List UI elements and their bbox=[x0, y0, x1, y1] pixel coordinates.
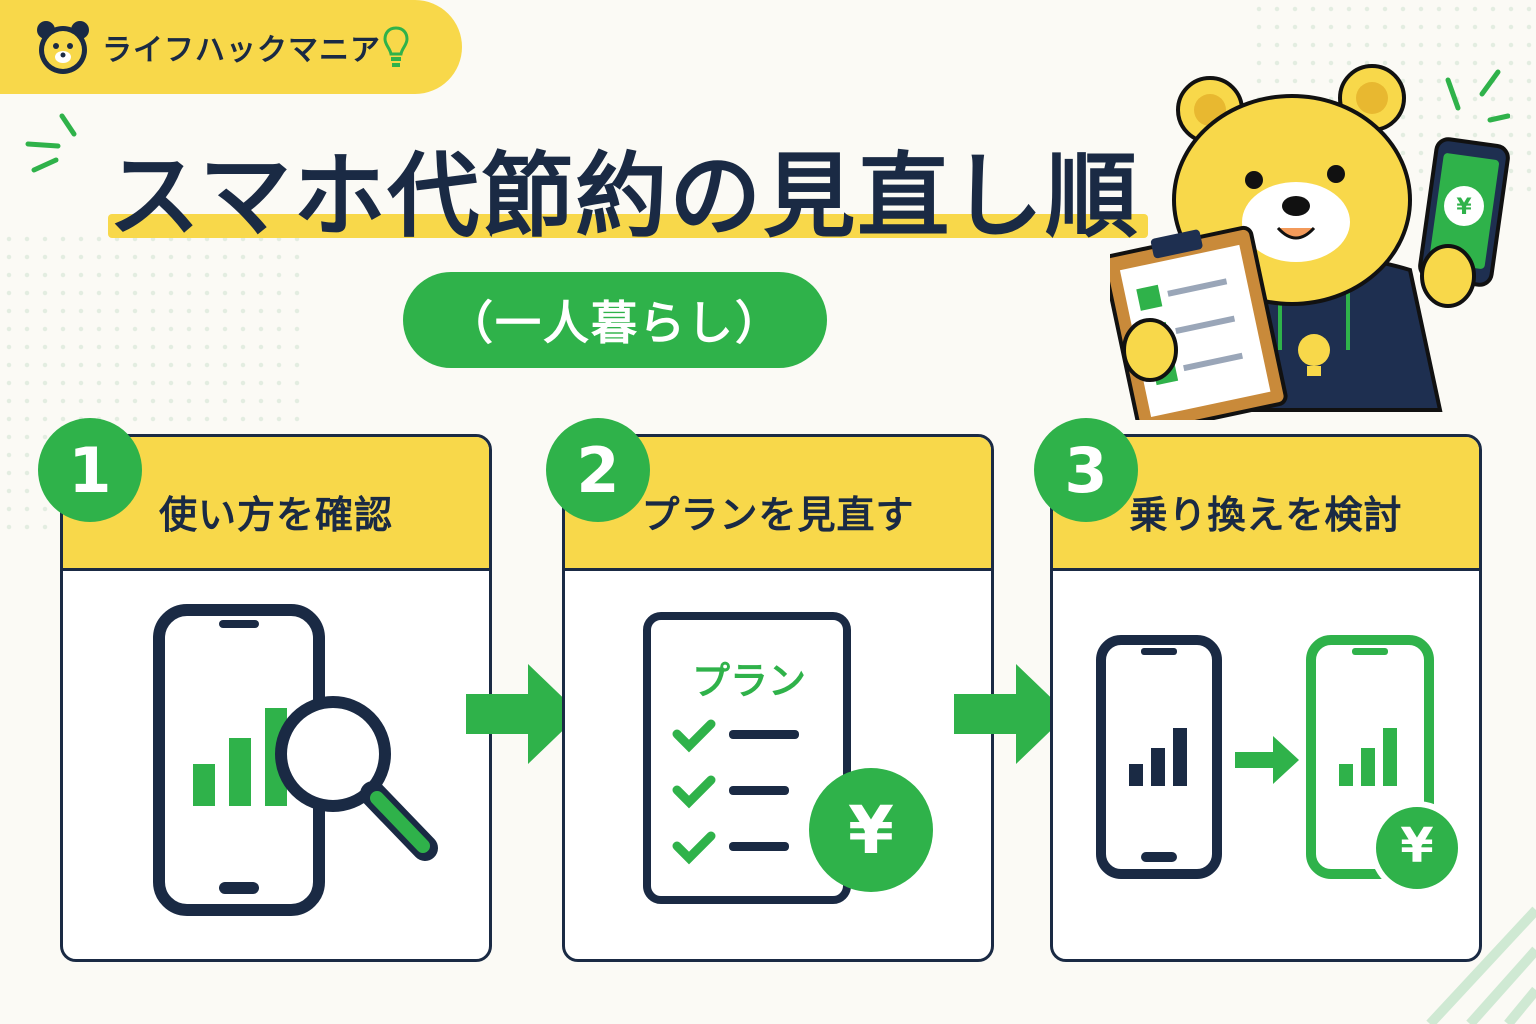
arrow-right-icon bbox=[954, 664, 1068, 764]
page-title: スマホ代節約の見直し順 bbox=[108, 122, 1148, 252]
switch-carrier-illustration: ¥ bbox=[1053, 568, 1479, 959]
lightbulb-icon bbox=[383, 26, 409, 67]
bear-mascot-illustration: ¥ bbox=[1110, 64, 1510, 420]
step-title: プランを見直す bbox=[641, 493, 915, 537]
brand-name: ライフハックマニア bbox=[102, 33, 381, 68]
step-number-badge-2: 2 bbox=[546, 418, 650, 522]
step-card-1: 使い方を確認 bbox=[60, 434, 492, 962]
plan-heading: プラン bbox=[691, 659, 806, 703]
sparkle-decoration bbox=[25, 113, 77, 173]
arrow-right-icon bbox=[466, 664, 580, 764]
bear-logo-icon bbox=[37, 21, 89, 74]
yen-coin: ¥ bbox=[848, 792, 894, 869]
step-title: 使い方を確認 bbox=[158, 493, 393, 537]
step-number-badge-1: 1 bbox=[38, 418, 142, 522]
title-text: スマホ代節約の見直し順 bbox=[108, 143, 1140, 250]
step-title: 乗り換えを検討 bbox=[1129, 493, 1403, 537]
corner-stripes-decoration bbox=[1426, 906, 1536, 1024]
step-number-badge-3: 3 bbox=[1034, 418, 1138, 522]
plan-document-illustration: プラン ¥ bbox=[565, 568, 991, 959]
phone-switch-icon bbox=[1096, 635, 1464, 895]
subtitle-pill: （一人暮らし） bbox=[403, 272, 827, 368]
title-highlight bbox=[108, 214, 1148, 238]
currency-symbol: ¥ bbox=[1456, 195, 1472, 220]
document-icon bbox=[643, 612, 933, 904]
yen-coin: ¥ bbox=[1400, 818, 1434, 874]
phone-magnifier-icon bbox=[153, 604, 438, 916]
brand-banner: ライフハックマニア bbox=[0, 0, 462, 94]
step-card-header: 使い方を確認 bbox=[63, 437, 489, 571]
